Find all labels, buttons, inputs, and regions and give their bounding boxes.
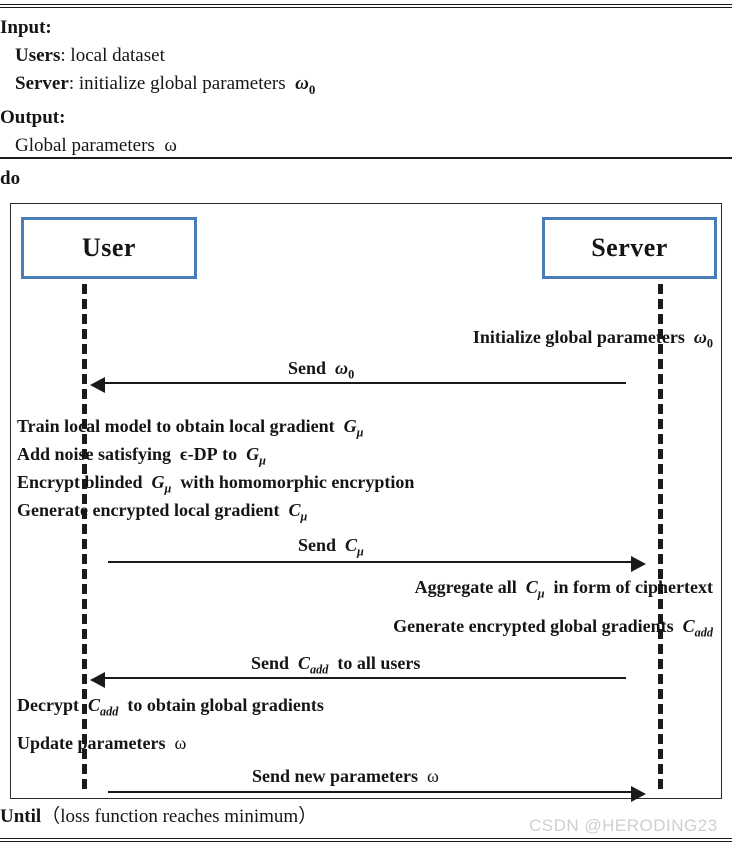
input-users-line: Users: local dataset bbox=[0, 42, 732, 70]
server-description: : initialize global parameters bbox=[68, 73, 286, 94]
note-encrypt-blinded: Encrypt blinded Gμ with homomorphic encr… bbox=[17, 472, 415, 496]
users-description: : local dataset bbox=[60, 45, 165, 66]
server-label: Server bbox=[15, 73, 69, 94]
gradient-g-mu-symbol: Gμ bbox=[246, 444, 266, 468]
omega-zero-symbol: ω0 bbox=[693, 327, 713, 351]
arrow-send-omega0 bbox=[90, 377, 626, 393]
sequence-diagram: User Server Initialize global parameters… bbox=[10, 203, 722, 802]
do-keyword: do bbox=[0, 168, 21, 189]
ciphertext-c-add-symbol: Cadd bbox=[298, 653, 329, 677]
bottom-double-rule bbox=[0, 838, 732, 842]
ciphertext-c-add-symbol: Cadd bbox=[682, 616, 713, 640]
note-decrypt-cadd: Decrypt Cadd to obtain global gradients bbox=[17, 695, 324, 719]
actor-user-box[interactable]: User bbox=[21, 217, 197, 279]
message-label-send-cmu: Send Cμ bbox=[298, 535, 364, 559]
users-label: Users bbox=[15, 45, 61, 66]
note-update-parameters: Update parameters ω bbox=[17, 733, 187, 753]
omega-symbol: ω bbox=[164, 134, 177, 156]
message-label-send-cadd: Send Cadd to all users bbox=[251, 653, 421, 677]
ciphertext-c-add-symbol: Cadd bbox=[87, 695, 119, 719]
note-add-noise: Add noise satisfying ϵ-DP to Gμ bbox=[17, 444, 266, 468]
header-separator-rule bbox=[0, 157, 732, 159]
note-generate-encrypted-local: Generate encrypted local gradient Cμ bbox=[17, 500, 308, 524]
note-generate-global-gradients: Generate encrypted global gradients Cadd bbox=[393, 616, 713, 640]
omega-zero-symbol: ω0 bbox=[295, 73, 316, 97]
epsilon-dp-symbol: ϵ-DP bbox=[180, 444, 218, 464]
actor-user-label: User bbox=[82, 233, 136, 262]
algorithm-header: Input: Users: local dataset Server: init… bbox=[0, 14, 732, 160]
omega-symbol: ω bbox=[174, 733, 187, 753]
note-server-init: Initialize global parameters ω0 bbox=[472, 327, 713, 351]
message-label-send-new-params: Send new parameters ω bbox=[252, 766, 439, 786]
until-condition: （loss function reaches minimum） bbox=[41, 806, 318, 827]
output-value-line: Global parameters ω bbox=[0, 132, 732, 160]
note-train-local-model: Train local model to obtain local gradie… bbox=[17, 416, 364, 440]
actor-server-box[interactable]: Server bbox=[542, 217, 717, 279]
note-aggregate-ciphertext: Aggregate all Cμ in form of ciphertext bbox=[414, 577, 713, 601]
message-label-send-omega0: Send ω0 bbox=[288, 358, 355, 382]
input-heading: Input: bbox=[0, 14, 732, 42]
lifeline-user bbox=[82, 284, 87, 789]
input-server-line: Server: initialize global parameters ω0 bbox=[0, 70, 732, 104]
output-description: Global parameters bbox=[15, 134, 155, 156]
arrow-send-cmu bbox=[108, 556, 646, 572]
gradient-g-mu-symbol: Gμ bbox=[151, 472, 172, 496]
watermark: CSDN @HERODING23 bbox=[529, 816, 718, 835]
arrow-send-cadd bbox=[90, 672, 626, 688]
ciphertext-c-mu-symbol: Cμ bbox=[288, 500, 308, 524]
output-heading: Output: bbox=[0, 104, 732, 132]
ciphertext-c-mu-symbol: Cμ bbox=[345, 535, 364, 559]
omega-zero-symbol: ω0 bbox=[335, 358, 355, 382]
gradient-g-mu-symbol: Gμ bbox=[343, 416, 364, 440]
output-label: Output: bbox=[0, 106, 66, 128]
top-double-rule bbox=[0, 4, 732, 8]
arrow-send-new-params bbox=[108, 786, 646, 802]
until-keyword: Until bbox=[0, 806, 42, 827]
actor-server-label: Server bbox=[591, 233, 668, 262]
until-line: Until（loss function reaches minimum） bbox=[0, 804, 317, 830]
omega-symbol: ω bbox=[426, 766, 439, 786]
ciphertext-c-mu-symbol: Cμ bbox=[525, 577, 545, 601]
lifeline-server bbox=[658, 284, 663, 789]
input-label: Input: bbox=[0, 17, 52, 38]
